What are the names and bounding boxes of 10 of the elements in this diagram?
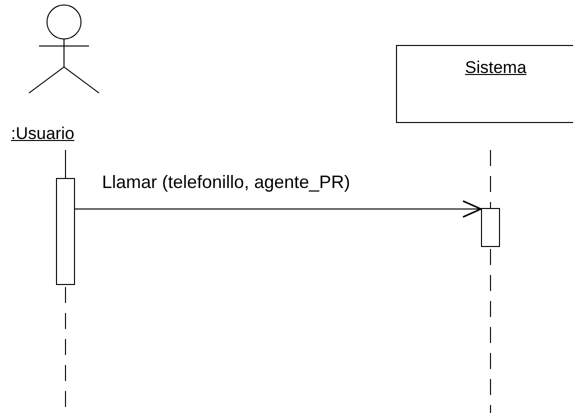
lifeline	[490, 150, 491, 208]
activation-bar	[481, 208, 500, 247]
lifeline	[490, 248, 491, 413]
message-arrow	[74, 200, 482, 218]
activation-bar	[56, 178, 75, 285]
lifeline	[65, 150, 66, 178]
actor-name: :Usuario	[11, 124, 74, 144]
message-label: Llamar (telefonillo, agente_PR)	[102, 172, 350, 193]
object-name: Sistema	[465, 58, 526, 78]
object-box	[396, 45, 573, 123]
